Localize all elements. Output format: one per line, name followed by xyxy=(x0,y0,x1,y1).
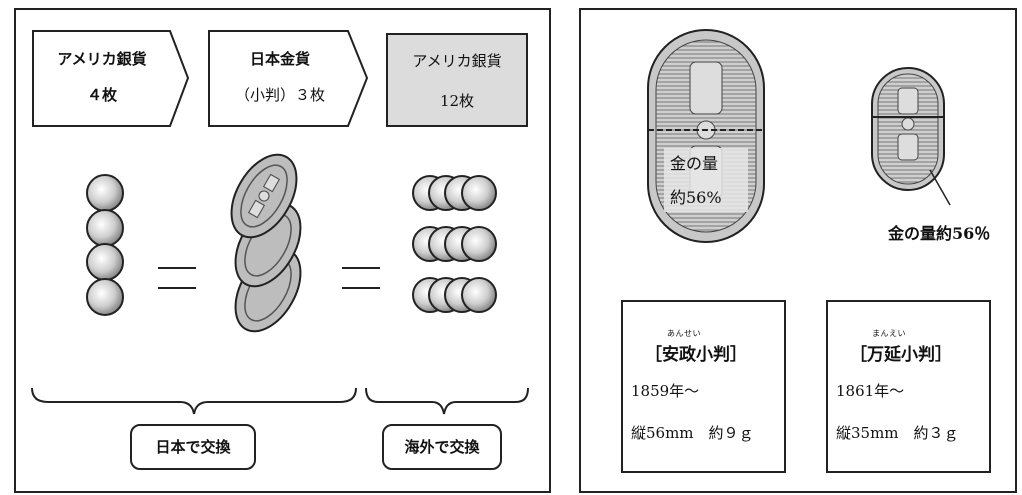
header-us-silver-4: アメリカ銀貨 ４枚 xyxy=(32,30,190,128)
ansei-name: ［安政小判］ xyxy=(645,345,747,365)
caption-exchange-abroad: 海外で交換 xyxy=(382,424,502,470)
caption-exchange-japan: 日本で交換 xyxy=(130,424,256,470)
brace-japan xyxy=(31,387,357,415)
manen-koban-illustration xyxy=(871,67,951,206)
ansei-spec: 縦56mm 約９ｇ xyxy=(631,424,754,442)
header-japan-gold-3: 日本金貨 （小判）３枚 xyxy=(208,30,370,128)
header-us-silver-12: アメリカ銀貨 12枚 xyxy=(386,33,528,127)
manen-year: 1861年～ xyxy=(836,382,905,400)
brace-abroad xyxy=(365,387,529,415)
header-us-silver12-line2: 12枚 xyxy=(439,92,475,110)
manen-name: ［万延小判］ xyxy=(850,345,952,365)
manen-spec: 縦35mm 約３ｇ xyxy=(836,424,959,442)
header-us-silver12-line1: アメリカ銀貨 xyxy=(412,52,502,70)
header-japan-gold-line1: 日本金貨 xyxy=(249,50,310,68)
large-coin-gold-label-line1: 金の量 xyxy=(670,154,719,173)
arrow-shape-1 xyxy=(32,30,190,127)
ansei-ruby: あんせい xyxy=(667,329,701,338)
manen-ruby: まんえい xyxy=(872,329,906,338)
ansei-koban-illustration xyxy=(647,29,765,243)
arrow-shape-2 xyxy=(208,30,369,127)
equals-sign-2 xyxy=(342,267,380,289)
silver-coin-stack-4 xyxy=(86,174,124,316)
ansei-year: 1859年～ xyxy=(631,382,700,400)
ansei-info-box: あんせい ［安政小判］ 1859年～ 縦56mm 約９ｇ xyxy=(621,300,786,473)
large-coin-gold-label-line2: 約56% xyxy=(670,188,722,207)
manen-info-box: まんえい ［万延小判］ 1861年～ 縦35mm 約３ｇ xyxy=(826,300,991,473)
equals-sign-1 xyxy=(158,267,196,289)
header-us-silver-line2: ４枚 xyxy=(86,86,117,104)
small-coin-gold-label: 金の量約56％ xyxy=(888,224,991,243)
gold-koban-stack-3 xyxy=(230,153,302,333)
header-us-silver-line1: アメリカ銀貨 xyxy=(57,50,147,68)
silver-coin-grid-12 xyxy=(412,175,497,313)
header-japan-gold-line2: （小判）３枚 xyxy=(234,86,325,104)
